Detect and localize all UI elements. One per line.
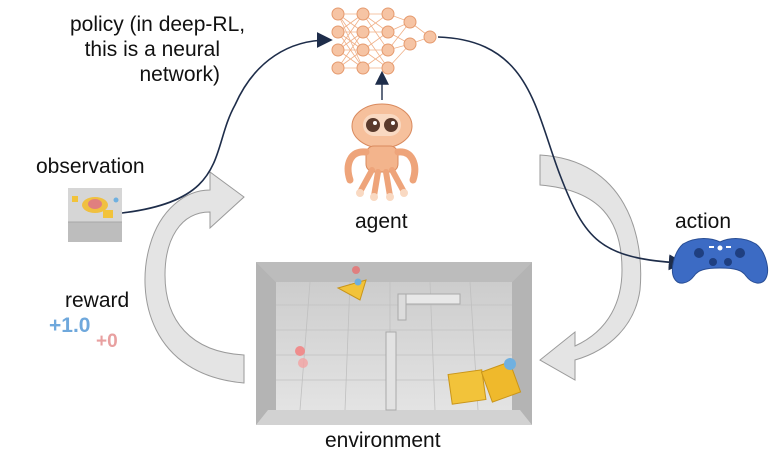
policy-label: policy (in deep-RL, this is a neural net… <box>70 12 246 87</box>
observation-thumbnail <box>68 188 122 242</box>
reward-label: reward <box>65 289 130 312</box>
policy-label-line-3: network) <box>139 63 220 86</box>
reward-zero-value: +0 <box>96 331 118 352</box>
policy-label-line-1: policy (in deep-RL, <box>70 13 246 36</box>
observation-label: observation <box>36 155 145 178</box>
game-controller-icon <box>671 238 769 284</box>
environment-scene <box>256 262 532 425</box>
observation-to-policy-line <box>121 32 333 214</box>
left-curved-arrow <box>144 171 245 384</box>
robot-agent-icon <box>344 103 419 201</box>
action-label: action <box>675 210 732 233</box>
policy-to-action-line <box>437 36 685 271</box>
policy-label-line-2: this is a neural <box>84 38 220 61</box>
neural-network-icon <box>331 7 437 75</box>
environment-label: environment <box>325 429 441 452</box>
reward-positive-value: +1.0 <box>49 314 91 337</box>
right-curved-arrow <box>539 154 642 381</box>
agent-label: agent <box>355 210 408 233</box>
